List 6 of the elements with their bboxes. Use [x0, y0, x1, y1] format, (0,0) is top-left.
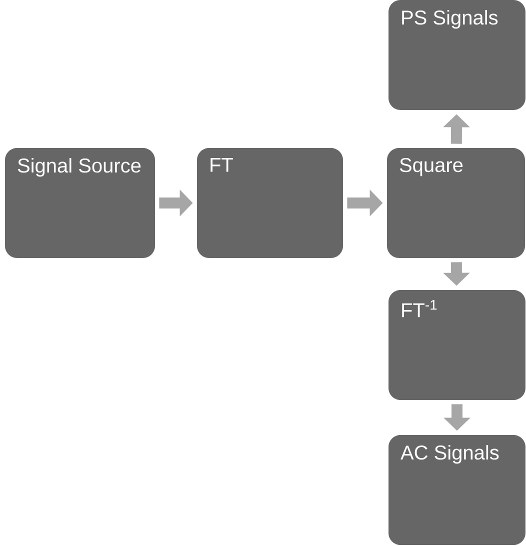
- process-box: FT: [197, 148, 343, 258]
- process-box: FT$^{-1}$: [388, 290, 526, 400]
- process-box: PS Signals: [388, 0, 526, 110]
- process-box: Signal Source: [5, 148, 155, 258]
- process-box: Square: [387, 148, 525, 258]
- process-box: AC Signals: [388, 435, 526, 545]
